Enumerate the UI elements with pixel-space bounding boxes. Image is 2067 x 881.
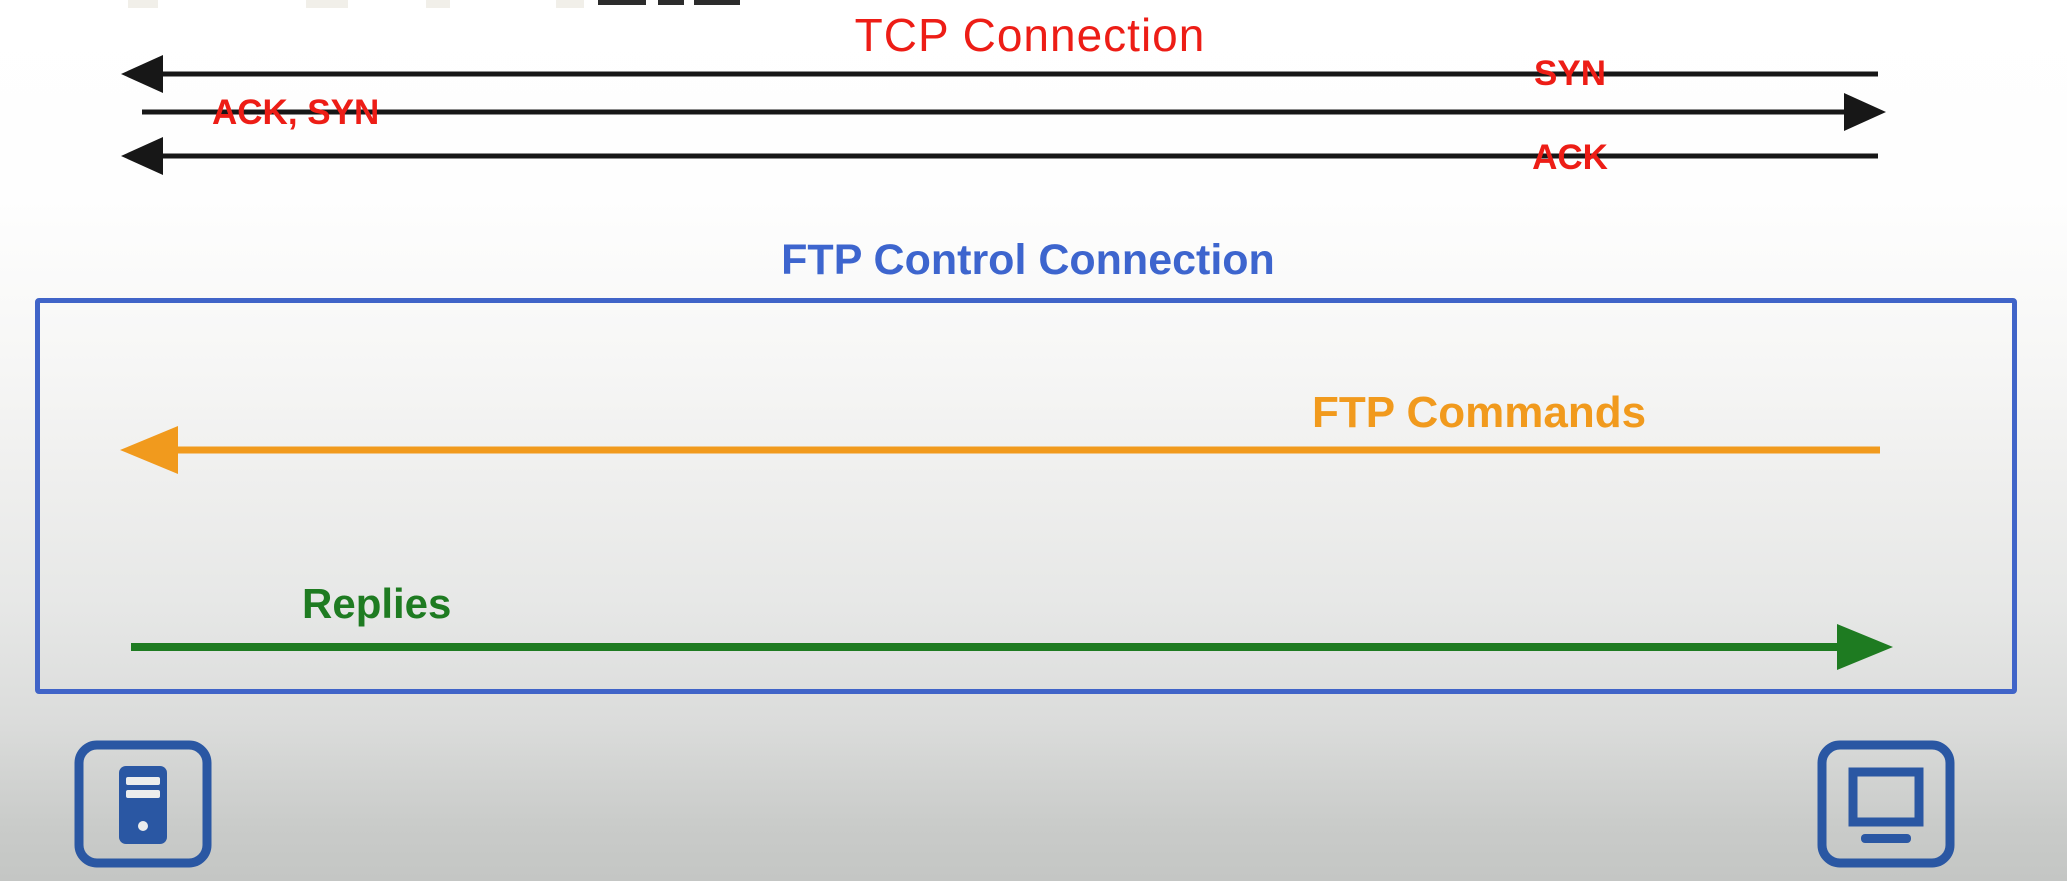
tcp-ack-syn-arrow [142, 92, 1886, 132]
server-endpoint [73, 739, 213, 869]
tcp-connection-title: TCP Connection [854, 9, 1206, 61]
replies-label: Replies [302, 580, 452, 627]
top-crop-dash [128, 0, 158, 8]
top-crop-dash [658, 0, 684, 5]
ack-syn-label: ACK, SYN [212, 93, 380, 132]
replies-arrow [131, 619, 1893, 675]
top-crop-dash [306, 0, 348, 8]
ftp-commands-arrow [120, 421, 1880, 479]
arrow-shaft [161, 153, 1878, 159]
tcp-ack-arrow [121, 136, 1878, 176]
right-arrowhead-icon [1844, 93, 1886, 131]
client-endpoint [1816, 739, 1956, 869]
arrow-shaft [142, 109, 1846, 115]
top-crop-dash [426, 0, 450, 8]
ftp-control-connection-title: FTP Control Connection [781, 236, 1275, 284]
left-arrowhead-icon [120, 426, 178, 474]
server-tower-icon [74, 740, 212, 868]
arrow-shaft [174, 446, 1880, 454]
ftp-control-connection-box [35, 298, 2017, 694]
syn-label: SYN [1534, 54, 1606, 93]
arrow-shaft [131, 643, 1841, 651]
arrow-shaft [161, 71, 1878, 77]
right-arrowhead-icon [1837, 624, 1893, 670]
top-crop-dash [694, 0, 740, 5]
left-arrowhead-icon [121, 55, 163, 93]
ack-label: ACK [1532, 138, 1608, 177]
top-crop-dash [598, 0, 646, 5]
top-crop-dash [556, 0, 584, 8]
left-arrowhead-icon [121, 137, 163, 175]
monitor-icon [1817, 740, 1955, 868]
ftp-commands-label: FTP Commands [1312, 388, 1647, 437]
tcp-syn-arrow [121, 54, 1878, 94]
